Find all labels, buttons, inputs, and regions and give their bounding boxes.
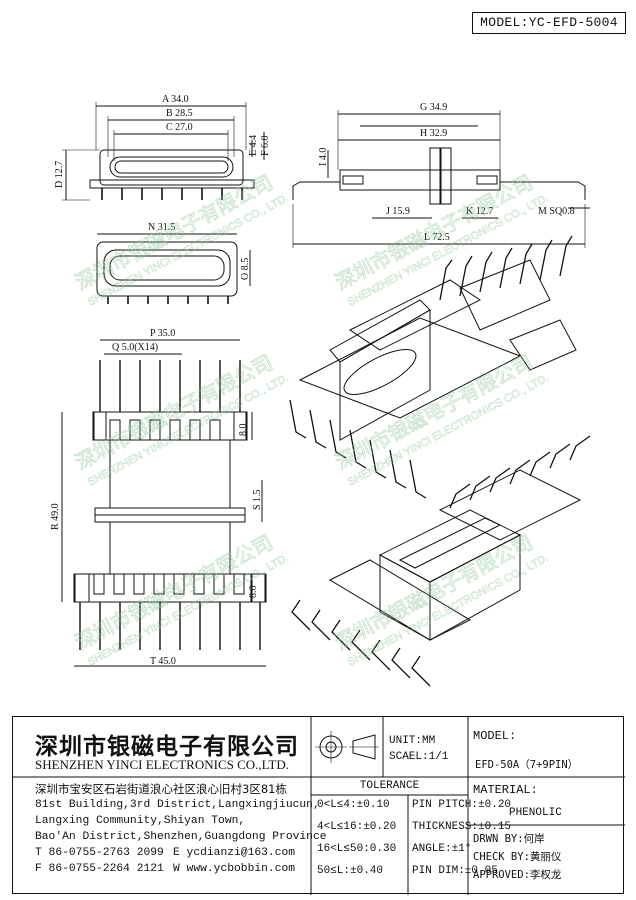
drawn-by: DRWN BY:何岸 xyxy=(473,833,545,845)
dim-g: G 34.9 xyxy=(420,102,447,113)
dim-d: D 12.7 xyxy=(54,161,65,188)
dimension-labels: A 34.0 B 28.5 C 27.0 D 12.7 E 4.4 F 6.0 … xyxy=(50,94,575,667)
dim-p: P 35.0 xyxy=(150,328,175,339)
dim-l: L 72.5 xyxy=(424,232,450,243)
address-cn: 深圳市宝安区石岩街道浪心社区浪心旧村3区81栋 xyxy=(35,782,287,796)
dim-b: B 28.5 xyxy=(166,108,193,119)
tolerance-range-2: 4<L≤16:±0.20 xyxy=(317,821,397,833)
telephone: T 86-0755-2763 2099 xyxy=(35,847,164,859)
tolerance-spec-2: THICKNESS:±0.15 xyxy=(412,821,512,833)
material-value: PHENOLIC xyxy=(509,807,562,819)
isometric-view-top xyxy=(289,235,577,499)
watermark-cn-4: 深圳市银磁电子有限公司 xyxy=(331,350,537,474)
watermark-cn-6: 深圳市银磁电子有限公司 xyxy=(331,530,537,654)
model-value: EFD-50A（7+9PIN） xyxy=(475,759,579,771)
dim-k: K 12.7 xyxy=(466,206,493,217)
approved-by: APPROVED:李权龙 xyxy=(473,869,562,881)
dim-q: Q 5.0(X14) xyxy=(112,342,158,353)
company-name-cn: 深圳市银磁电子有限公司 xyxy=(35,734,299,760)
tolerance-range-4: 50≤L:±0.40 xyxy=(317,865,384,877)
dim-e: E 4.4 xyxy=(248,135,259,156)
dim-r: R 49.0 xyxy=(50,503,61,530)
dim-a: A 34.0 xyxy=(162,94,189,105)
top-view xyxy=(96,233,251,304)
dim-j: J 15.9 xyxy=(386,206,410,217)
tolerance-spec-4: PIN DIM:±0.05 xyxy=(412,865,498,877)
projection-symbol-icon xyxy=(315,731,379,763)
title-block-grid xyxy=(13,717,625,895)
address-en-line-3: Bao'An District,Shenzhen,Guangdong Provi… xyxy=(35,831,327,843)
watermark-cn-2: 深圳市银磁电子有限公司 xyxy=(331,170,537,294)
dim-n: N 31.5 xyxy=(148,222,175,233)
front-view xyxy=(62,102,265,201)
address-en-line-2: Langxing Community,Shiyan Town, xyxy=(35,815,246,827)
fax: F 86-0755-2264 2121 xyxy=(35,863,164,875)
tolerance-spec-3: ANGLE:±1° xyxy=(412,843,472,855)
dim-i: I 4.0 xyxy=(318,148,329,166)
tolerance-range-3: 16<L≤50:0.30 xyxy=(317,843,397,855)
isometric-view-bottom xyxy=(291,435,591,687)
pin-view xyxy=(61,339,267,667)
technical-drawing: A 34.0 B 28.5 C 27.0 D 12.7 E 4.4 F 6.0 … xyxy=(50,94,591,687)
title-block: 深圳市银磁电子有限公司 SHENZHEN YINCI ELECTRONICS C… xyxy=(12,716,625,895)
website: W www.ycbobbin.com xyxy=(173,863,296,875)
side-view xyxy=(292,110,590,248)
material-label: MATERIAL: xyxy=(473,783,538,797)
dim-h8-upper: 8.0 xyxy=(238,424,249,437)
dim-h: H 32.9 xyxy=(420,128,447,139)
company-name-en: SHENZHEN YINCI ELECTRONICS CO.,LTD. xyxy=(35,757,289,772)
model-number-label: MODEL:YC-EFD-5004 xyxy=(472,12,626,34)
dim-c: C 27.0 xyxy=(166,122,193,133)
dim-f: F 6.0 xyxy=(260,135,271,156)
email: E ycdianzi@163.com xyxy=(173,847,296,859)
dim-m: M SQ0.8 xyxy=(538,206,575,217)
checked-by: CHECK BY:黄丽仪 xyxy=(473,851,562,863)
tolerance-spec-1: PIN PITCH:±0.20 xyxy=(412,799,512,811)
scale-label: SCAEL:1/1 xyxy=(389,751,449,763)
dim-t: T 45.0 xyxy=(150,656,176,667)
dim-s: S 1.5 xyxy=(252,489,263,510)
unit-label: UNIT:MM xyxy=(389,735,436,747)
dim-h8-lower: 8.0 xyxy=(248,586,259,599)
tolerance-label: TOLERANCE xyxy=(359,780,420,792)
tolerance-range-1: 0<L≤4:±0.10 xyxy=(317,799,390,811)
address-en-line-1: 81st Building,3rd District,Langxingjiucu… xyxy=(35,799,320,811)
model-label: MODEL: xyxy=(473,729,517,743)
watermark-cn-5: 深圳市银磁电子有限公司 xyxy=(71,530,277,654)
dim-o: O 8.5 xyxy=(240,258,251,280)
